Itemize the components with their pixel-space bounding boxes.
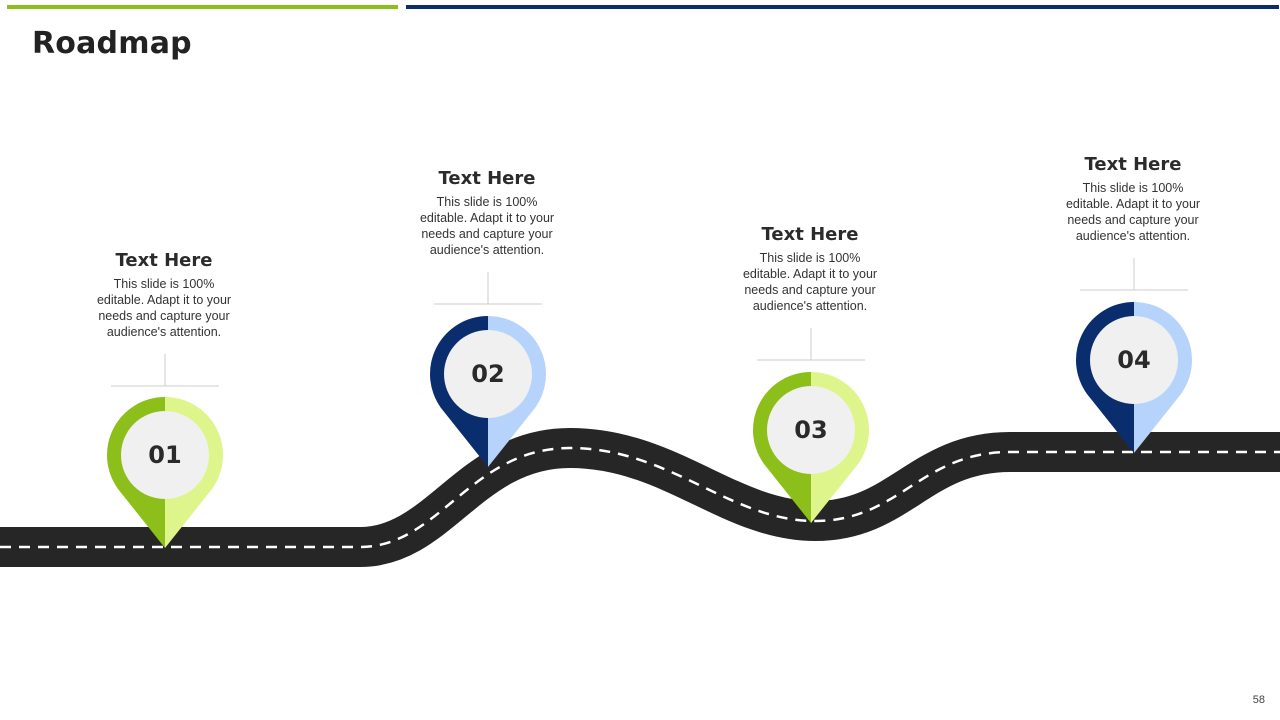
top-accent-bar-navy [406,5,1279,9]
step-heading: Text Here [115,250,213,271]
step-text-01: Text Here This slide is 100% editable. A… [79,250,249,340]
step-description: This slide is 100% editable. Adapt it to… [1065,181,1201,243]
step-heading: Text Here [1084,154,1182,175]
top-accent-bar-green [7,5,398,9]
pin-inner-circle [121,411,209,499]
pin-number-04: 04 [1117,346,1151,374]
step-heading: Text Here [761,224,859,245]
pin-inner-circle [767,386,855,474]
pin-number-01: 01 [148,441,182,469]
slide-title: Roadmap [32,26,192,61]
road-center-line [0,446,1280,549]
pin-inner-circle [1090,316,1178,404]
step-text-04: Text Here This slide is 100% editable. A… [1048,154,1218,244]
pin-inner-circle [444,330,532,418]
step-heading: Text Here [438,168,536,189]
slide-number: 58 [1252,694,1265,706]
pin-number-02: 02 [471,360,505,388]
step-description: This slide is 100% editable. Adapt it to… [742,251,878,313]
pin-number-03: 03 [794,416,828,444]
step-description: This slide is 100% editable. Adapt it to… [96,277,232,339]
step-text-03: Text Here This slide is 100% editable. A… [725,224,895,314]
step-description: This slide is 100% editable. Adapt it to… [419,195,555,257]
step-text-02: Text Here This slide is 100% editable. A… [402,168,572,258]
